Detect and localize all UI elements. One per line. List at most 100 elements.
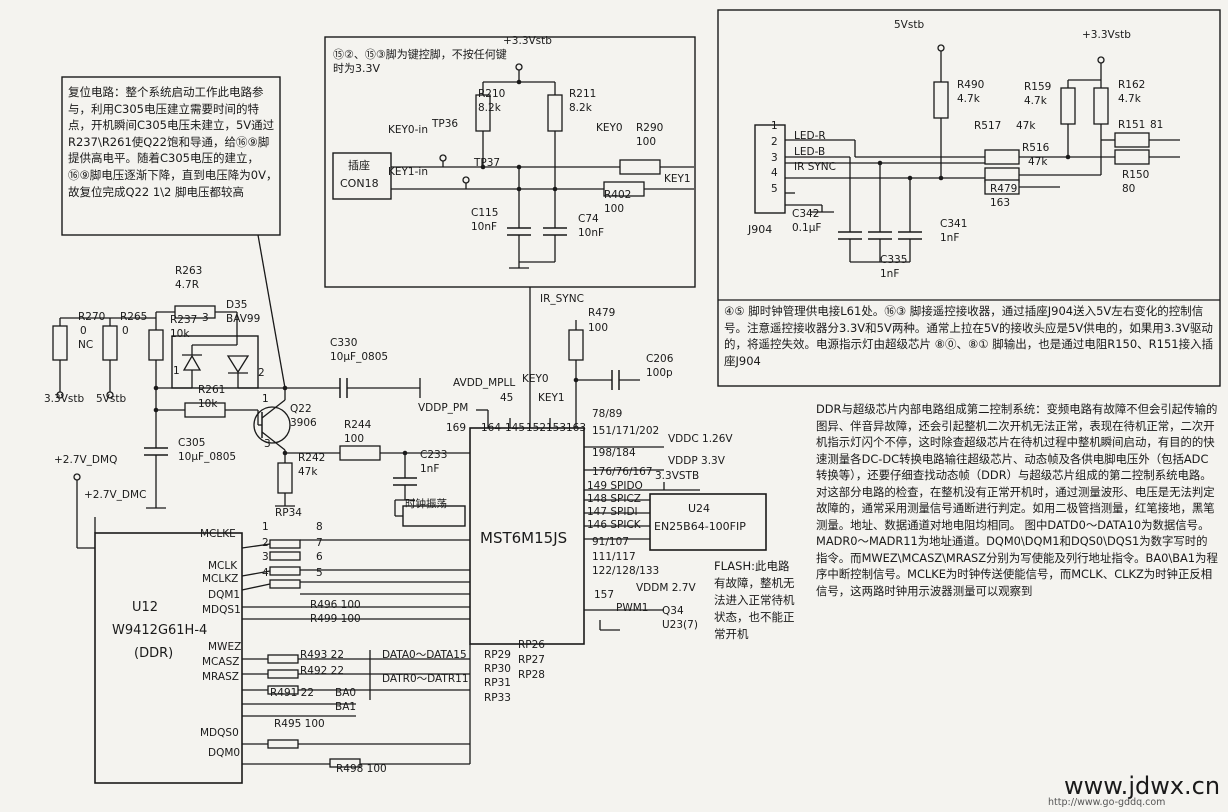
component-label: VDDP_PM <box>418 402 469 414</box>
component-label: 91/107 <box>592 536 629 548</box>
component-label: 149 SPIDO <box>587 480 643 492</box>
component-label: 151/171/202 <box>592 425 660 437</box>
component-label: 145 <box>505 422 526 434</box>
component-label: LED-R <box>794 130 826 142</box>
component-label: KEY1-in <box>388 166 428 178</box>
component-label: 152 <box>526 422 547 434</box>
component-label: 6 <box>316 551 323 563</box>
component-label: C74 <box>578 213 599 225</box>
component-label: 80 <box>1122 183 1136 195</box>
component-label: BA0 <box>335 687 357 699</box>
component-label: R162 <box>1118 79 1146 91</box>
r490-resistor <box>933 81 949 119</box>
component-label: 146 SPICK <box>587 519 641 531</box>
component-label: C342 <box>792 208 820 220</box>
reset-note-text: 复位电路：整个系统启动工作此电路参与，利用C305电压建立需要时间的特点，开机瞬… <box>68 85 278 199</box>
component-label: KEY0 <box>596 122 623 134</box>
component-label: U23(7) <box>662 619 698 631</box>
flash-chip-body <box>649 493 767 551</box>
flash-note-text: FLASH:此电路有故障，整机无法进入正常待机状态，也不能正常开机 <box>714 559 795 641</box>
keypad-note-text: ⑮②、⑮③脚为键控脚，不按任何键时为3.3V <box>333 48 507 75</box>
component-label: 148 SPICZ <box>587 493 641 505</box>
component-label: 45 <box>500 392 514 404</box>
component-label: 3.3Vstb <box>44 393 85 405</box>
r237-resistor <box>148 329 164 361</box>
component-label: 10μF_0805 <box>330 351 389 363</box>
component-label: 176/76/167 <box>592 466 653 478</box>
component-label: 4 <box>262 567 269 579</box>
j904-ref-label: J904 <box>748 223 773 236</box>
component-label: R270 <box>78 311 106 323</box>
component-label: BAV99 <box>226 313 261 325</box>
component-label: R479 <box>990 183 1018 195</box>
site-watermark: www.jdwx.cn <box>1064 772 1221 800</box>
component-label: 10nF <box>471 221 498 233</box>
component-label: 1nF <box>880 268 900 280</box>
component-label: MCLKZ <box>202 573 239 585</box>
component-label: C115 <box>471 207 499 219</box>
component-label: 2 <box>258 367 265 379</box>
component-label: MWEZ <box>208 641 242 653</box>
flash-part-label: EN25B64-100FIP <box>654 520 746 533</box>
component-label: 3 <box>264 438 271 450</box>
component-label: R492 22 <box>300 665 345 677</box>
component-label: RP33 <box>484 692 511 704</box>
component-label: 4.7R <box>175 279 199 291</box>
component-label: C233 <box>420 449 448 461</box>
component-label: VDDP 3.3V <box>668 455 725 467</box>
ddr-type-label: (DDR) <box>134 646 174 661</box>
component-label: RP26 <box>518 639 545 651</box>
component-label: 10k <box>198 398 218 410</box>
component-label: R290 <box>636 122 664 134</box>
ddr-ref-label: U12 <box>132 600 159 615</box>
component-label: TP36 <box>432 118 459 130</box>
component-label: RP27 <box>518 654 545 666</box>
component-label: R263 <box>175 265 203 277</box>
component-label: 5Vstb <box>96 393 127 405</box>
r159-resistor <box>1060 87 1076 125</box>
component-label: 1 <box>262 393 269 405</box>
component-label: R496 100 <box>310 599 361 611</box>
component-label: 122/128/133 <box>592 565 660 577</box>
component-label: DQM0 <box>208 747 241 759</box>
r244-resistor <box>339 445 381 461</box>
component-label: NC <box>78 339 94 351</box>
component-label: R237 <box>170 314 198 326</box>
component-label: KEY0 <box>522 373 549 385</box>
component-label: 157 <box>594 589 615 601</box>
component-label: RP34 <box>275 507 302 519</box>
component-label: 1 <box>262 521 269 533</box>
connector-name-label: 插座 <box>348 159 370 172</box>
component-label: VDDM 2.7V <box>636 582 696 594</box>
component-label: +3.3Vstb <box>503 35 552 47</box>
component-label: 时钟振荡 <box>405 498 447 510</box>
component-label: RP31 <box>484 677 511 689</box>
component-label: 4.7k <box>1118 93 1141 105</box>
component-label: 3 <box>262 551 269 563</box>
ddr-chip-body <box>94 532 243 784</box>
component-label: RP28 <box>518 669 545 681</box>
r151-resistor <box>1114 132 1150 148</box>
component-label: MCLKE <box>200 528 236 540</box>
component-label: 47k <box>1016 120 1036 132</box>
tp37-testpoint <box>462 176 470 184</box>
component-label: MCASZ <box>202 656 240 668</box>
r290-resistor <box>619 159 661 175</box>
component-label: R498 100 <box>336 763 387 775</box>
component-label: R517 <box>974 120 1002 132</box>
component-label: MRASZ <box>202 671 239 683</box>
component-label: Q34 <box>662 605 684 617</box>
component-label: 4 <box>771 167 778 179</box>
r265-resistor <box>102 325 118 361</box>
component-label: R261 <box>198 384 226 396</box>
component-label: 100 <box>588 322 609 334</box>
component-label: 8.2k <box>569 102 592 114</box>
component-label: C341 <box>940 218 968 230</box>
component-label: C305 <box>178 437 206 449</box>
component-label: R211 <box>569 88 597 100</box>
component-label: 3 <box>771 152 778 164</box>
ir-led-note-text: ④⑤ 脚时钟管理供电接L61处。⑯③ 脚接遥控接收器，通过插座J904送入5V左… <box>724 304 1214 368</box>
component-label: R402 <box>604 189 632 201</box>
component-label: 164 <box>481 422 502 434</box>
q22-transistor <box>253 406 291 444</box>
